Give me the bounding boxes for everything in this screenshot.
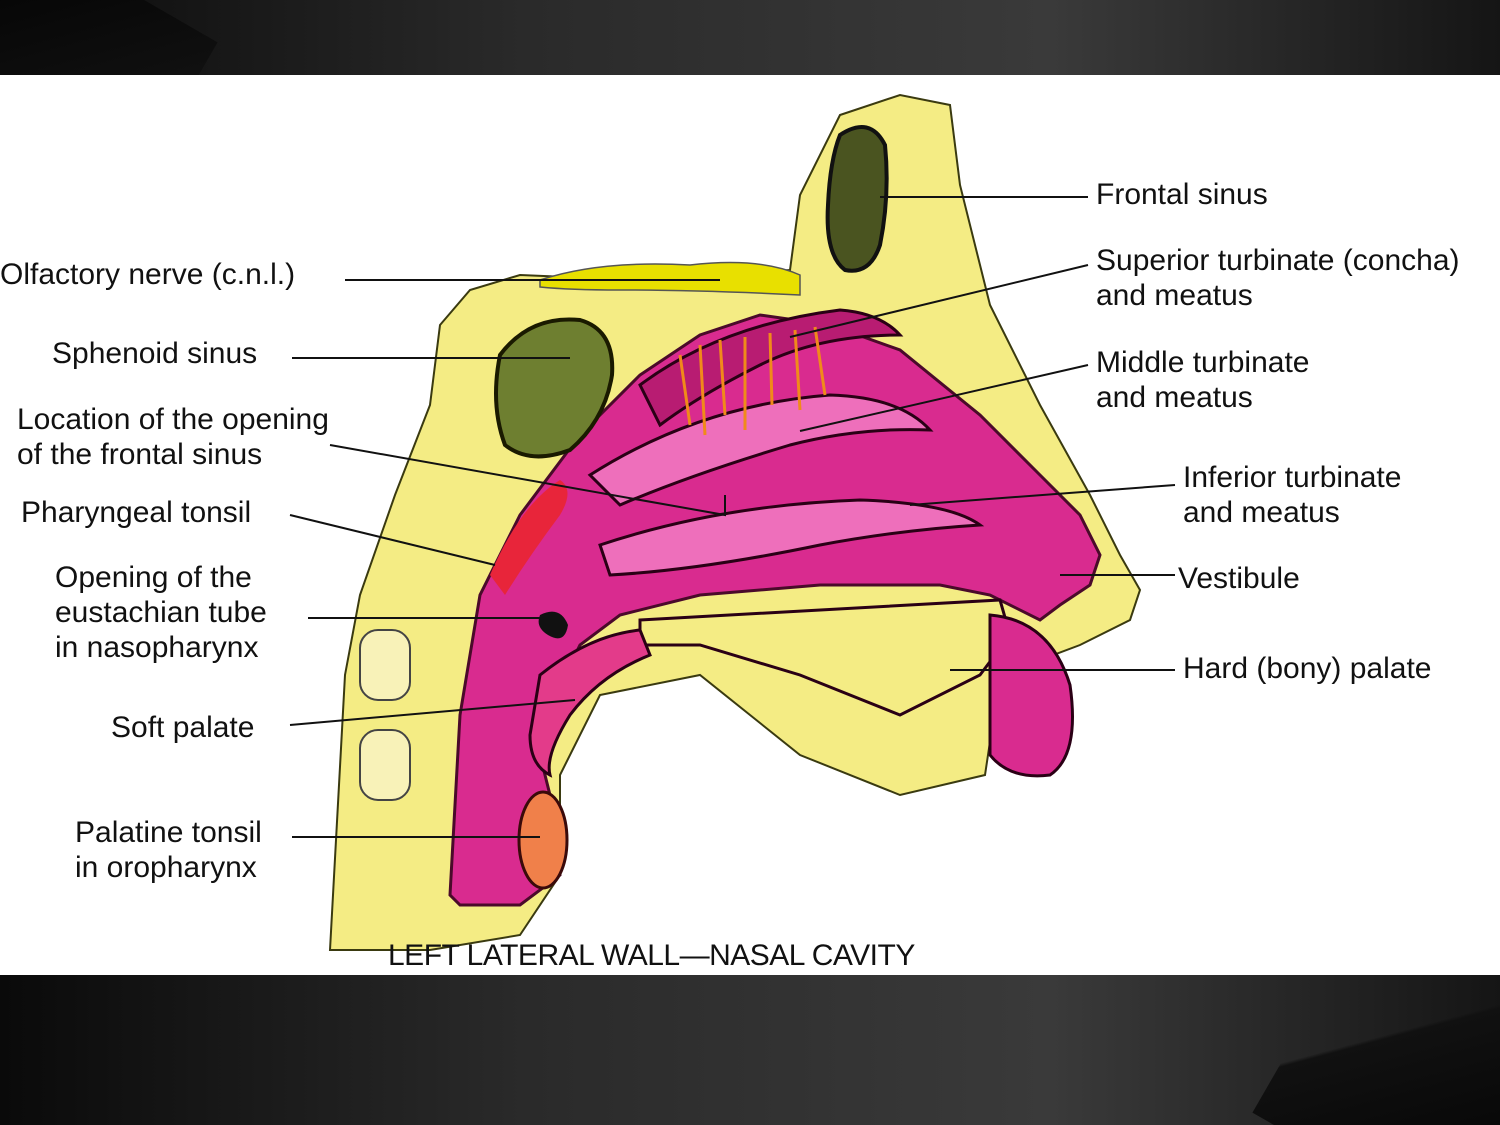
- label-text: Hard (bony) palate: [1183, 652, 1432, 685]
- leader-line-frontal-opening: [329, 444, 726, 517]
- label-text: of the frontal sinus: [17, 438, 263, 471]
- leader-line-pharyngeal-tonsil: [289, 514, 496, 566]
- slide-top-band: [0, 0, 1500, 75]
- label-text: Opening of the: [55, 561, 252, 594]
- label-text: Inferior turbinate: [1183, 461, 1402, 494]
- label-text: Olfactory nerve (c.n.l.): [0, 258, 296, 291]
- label-text: Middle turbinate: [1096, 346, 1310, 379]
- label-pharyngeal-tonsil: Pharyngeal tonsil: [21, 495, 251, 530]
- label-vestibule: Vestibule: [1178, 561, 1300, 596]
- leader-lines: [289, 196, 1176, 838]
- label-text: and meatus: [1096, 381, 1253, 414]
- pharyngeal-tonsil-shape: [490, 480, 568, 595]
- label-text: Soft palate: [111, 711, 255, 744]
- label-text: Palatine tonsil: [75, 816, 262, 849]
- label-hard-palate: Hard (bony) palate: [1183, 651, 1431, 686]
- slide-bottom-band: [0, 975, 1500, 1125]
- label-text: in oropharynx: [75, 851, 257, 884]
- label-text: Pharyngeal tonsil: [21, 496, 252, 529]
- diagram-caption: LEFT LATERAL WALL—NASAL CAVITY: [388, 939, 915, 972]
- soft-palate-shape: [528, 628, 652, 778]
- middle-turbinate-shape: [587, 393, 934, 507]
- label-text: and meatus: [1183, 496, 1340, 529]
- leader-line-superior-turbinate: [789, 264, 1089, 338]
- inferior-turbinate-shape: [598, 498, 985, 577]
- label-superior-turbinate: Superior turbinate (concha)and meatus: [1096, 243, 1460, 313]
- label-text: Sphenoid sinus: [52, 337, 258, 370]
- olfactory-bulb: [539, 261, 801, 296]
- leader-line-inferior-turbinate: [909, 484, 1176, 506]
- label-olfactory-nerve: Olfactory nerve (c.n.l.): [0, 257, 295, 292]
- label-text: Frontal sinus: [1096, 178, 1268, 211]
- eustachian-opening-shape: [538, 611, 568, 639]
- label-text: Vestibule: [1178, 562, 1300, 595]
- hard-palate-shape: [638, 598, 1012, 717]
- label-text: eustachian tube: [55, 596, 267, 629]
- vertebra-shape: [359, 729, 411, 801]
- palatine-tonsil-shape: [517, 790, 569, 890]
- label-text: Superior turbinate (concha): [1096, 244, 1460, 277]
- label-frontal-sinus: Frontal sinus: [1096, 177, 1268, 212]
- nasal-cavity-illustration: [289, 93, 1176, 951]
- leader-line-soft-palate: [289, 699, 576, 726]
- label-soft-palate: Soft palate: [111, 710, 254, 745]
- frontal-sinus-shape: [825, 125, 889, 273]
- olfactory-filaments: [678, 326, 827, 436]
- vertebra-shape: [359, 629, 411, 701]
- label-sphenoid-sinus: Sphenoid sinus: [52, 336, 257, 371]
- label-text: and meatus: [1096, 279, 1253, 312]
- label-text: Location of the opening: [17, 403, 329, 436]
- leader-line-middle-turbinate: [799, 364, 1089, 432]
- label-text: in nasopharynx: [55, 631, 259, 664]
- diagram-slide: Frontal sinus Superior turbinate (concha…: [0, 75, 1500, 975]
- sphenoid-sinus-shape: [494, 317, 615, 459]
- upper-lip-shape: [988, 613, 1074, 778]
